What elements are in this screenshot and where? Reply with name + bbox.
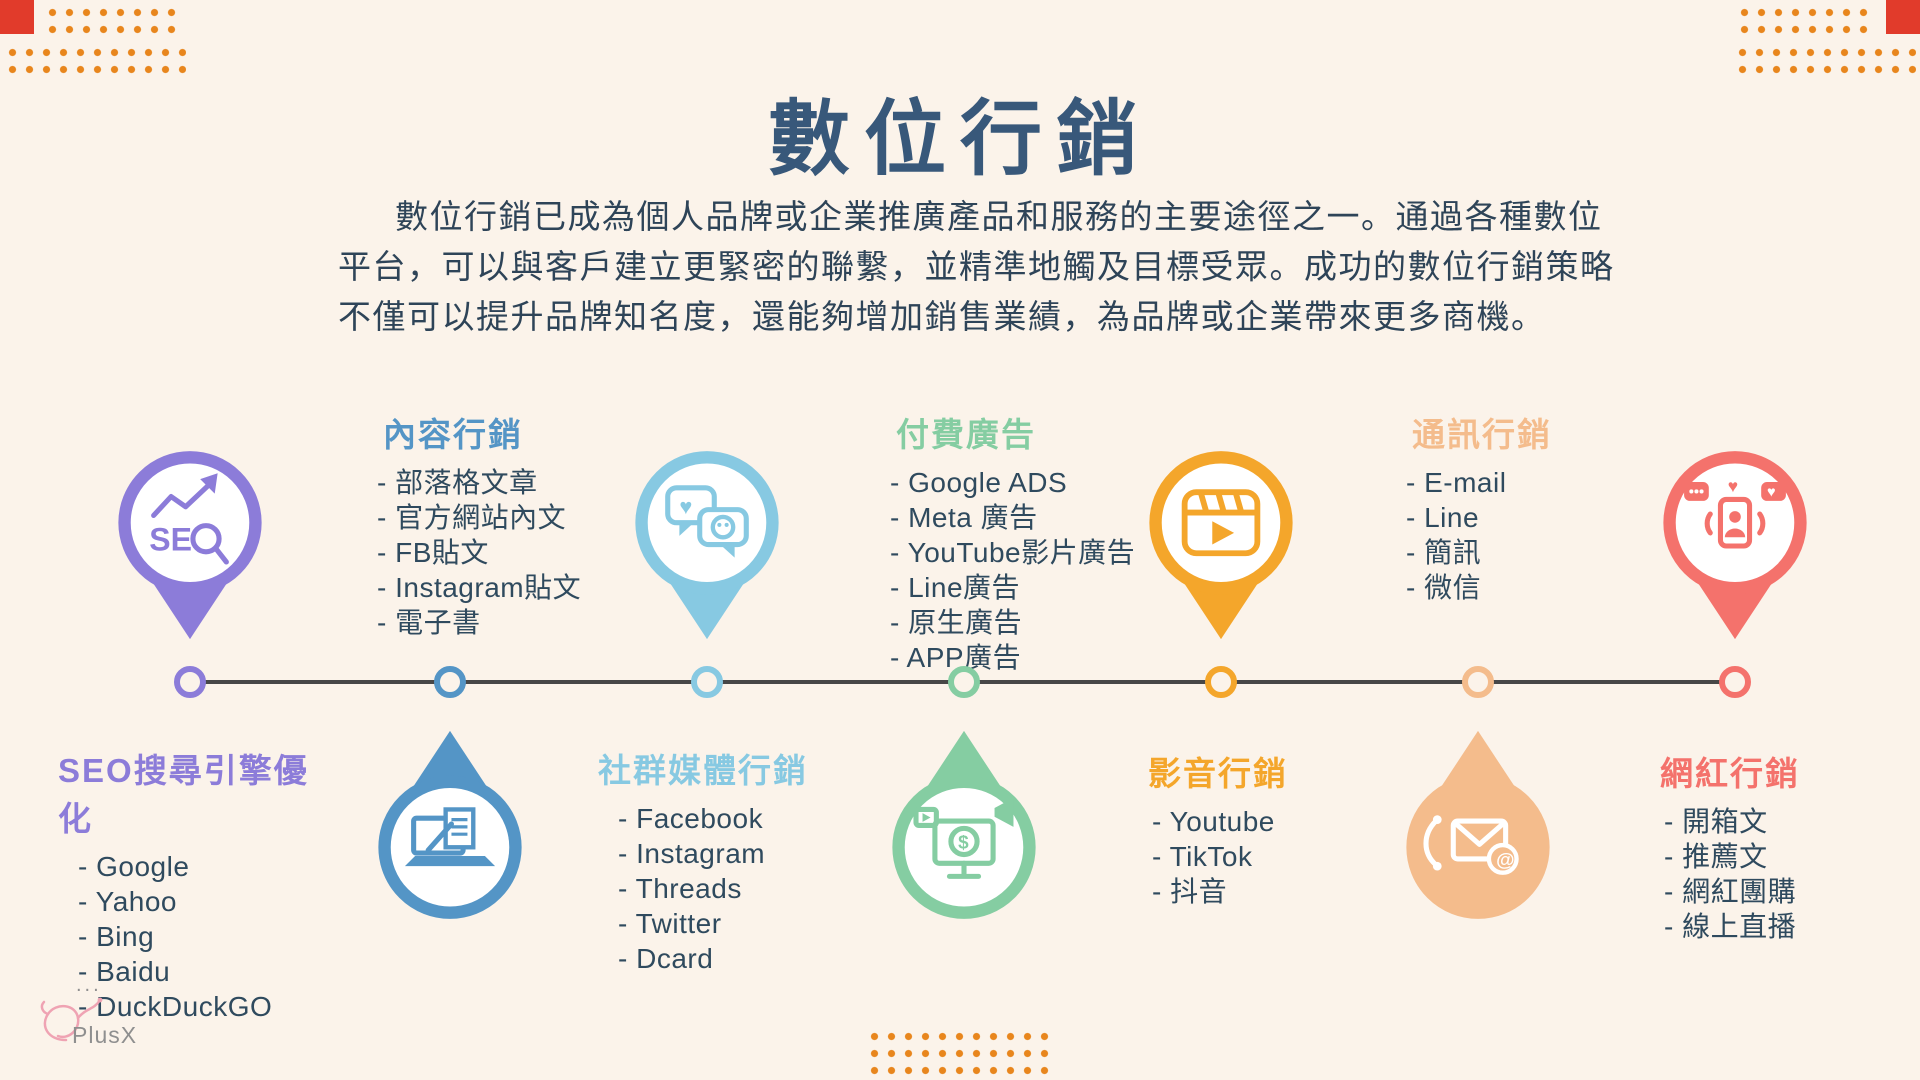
- list-item: - Google: [78, 851, 190, 882]
- list-item: - Twitter: [618, 908, 722, 939]
- mail-phone-icon: @: [1406, 730, 1550, 919]
- content-text-block: 內容行銷 - 部落格文章 - 官方網站內文 - FB貼文 - Instagram…: [377, 408, 657, 640]
- category-title-social: 社群媒體行銷: [598, 752, 808, 789]
- category-title-messaging: 通訊行銷: [1412, 416, 1552, 453]
- list-item: - Line: [1406, 502, 1480, 533]
- influencer-phone-icon: ♥ ♥: [1663, 451, 1807, 640]
- category-title-influencer: 網紅行銷: [1660, 755, 1800, 792]
- logo: ... PlusX: [28, 974, 178, 1068]
- category-list-content: - 部落格文章 - 官方網站內文 - FB貼文 - Instagram貼文 - …: [377, 465, 657, 640]
- list-item: - 抖音: [1152, 876, 1228, 907]
- list-item: - 原生廣告: [890, 607, 1023, 638]
- intro-line-3: 不僅可以提升品牌知名度，還能夠增加銷售業績，為品牌或企業帶來更多商機。: [338, 298, 1546, 335]
- list-item: - 線上直播: [1664, 911, 1797, 942]
- dot-grid-top-right-a: [1736, 4, 1876, 40]
- timeline-node-influencer: [1719, 666, 1751, 698]
- list-item: - 開箱文: [1664, 806, 1768, 837]
- messaging-text-block: 通訊行銷 - E-mail - Line - 簡訊 - 微信: [1406, 408, 1686, 605]
- category-title-video: 影音行銷: [1148, 755, 1288, 792]
- list-item: - DuckDuckGO: [78, 991, 273, 1022]
- intro-paragraph: 數位行銷已成為個人品牌或企業推廣產品和服務的主要途徑之一。通過各種數位 平台，可…: [338, 192, 1638, 342]
- corner-square-top-right: [1886, 0, 1920, 34]
- seo-pin-icon: SE: [118, 451, 262, 640]
- seo-text-block: SEO搜尋引擎優化 - Google - Yahoo - Bing - Baid…: [58, 744, 338, 1024]
- list-item: - 微信: [1406, 572, 1482, 603]
- category-list-messaging: - E-mail - Line - 簡訊 - 微信: [1406, 465, 1686, 605]
- list-item: - Google ADS: [890, 467, 1068, 498]
- video-text-block: 影音行銷 - Youtube - TikTok - 抖音: [1148, 747, 1428, 909]
- category-list-influencer: - 開箱文 - 推薦文 - 網紅團購 - 線上直播: [1660, 804, 1920, 944]
- intro-line-2: 平台，可以與客戶建立更緊密的聯繫，並精準地觸及目標受眾。成功的數位行銷策略: [338, 248, 1615, 285]
- list-item: - TikTok: [1152, 841, 1253, 872]
- logo-dots: ...: [76, 974, 102, 996]
- chat-bubbles-icon: ♥: [635, 451, 779, 640]
- heart-glyph: ♥: [1728, 476, 1738, 496]
- list-item: - 官方網站內文: [377, 502, 567, 533]
- monitor-ads-icon: $: [892, 730, 1036, 919]
- list-item: - Threads: [618, 873, 742, 904]
- list-item: - Youtube: [1152, 806, 1275, 837]
- dot-grid-top-left-a: [44, 4, 184, 40]
- influencer-text-block: 網紅行銷 - 開箱文 - 推薦文 - 網紅團購 - 線上直播: [1660, 747, 1920, 944]
- list-item: - FB貼文: [377, 537, 489, 568]
- seo-icon-text: SE: [149, 521, 192, 557]
- list-item: - 推薦文: [1664, 841, 1768, 872]
- list-item: - Instagram貼文: [377, 572, 582, 603]
- list-item: - 網紅團購: [1664, 876, 1797, 907]
- social-text-block: 社群媒體行銷 - Facebook - Instagram - Threads …: [598, 744, 878, 976]
- list-item: - Instagram: [618, 838, 766, 869]
- dot-grid-top-right-b: [1734, 44, 1916, 80]
- category-list-video: - Youtube - TikTok - 抖音: [1148, 804, 1428, 909]
- list-item: - E-mail: [1406, 467, 1507, 498]
- list-item: - YouTube影片廣告: [890, 537, 1136, 568]
- category-list-paid-ads: - Google ADS - Meta 廣告 - YouTube影片廣告 - L…: [890, 465, 1170, 675]
- timeline-node-social: [691, 666, 723, 698]
- list-item: - Facebook: [618, 803, 764, 834]
- at-glyph: @: [1496, 850, 1514, 871]
- category-title-seo: SEO搜尋引擎優化: [58, 752, 309, 837]
- list-item: - Yahoo: [78, 886, 177, 917]
- video-clapper-icon: [1149, 451, 1293, 640]
- dot-grid-top-left-b: [4, 44, 186, 80]
- corner-square-top-left: [0, 0, 34, 34]
- logo-text: PlusX: [72, 1022, 138, 1048]
- list-item: - 電子書: [377, 607, 481, 638]
- list-item: - 部落格文章: [377, 467, 538, 498]
- list-item: - Line廣告: [890, 572, 1021, 603]
- category-title-paid-ads: 付費廣告: [896, 416, 1036, 453]
- heart-glyph: ♥: [1767, 485, 1776, 501]
- laptop-writing-icon: [378, 730, 522, 919]
- dollar-glyph: $: [958, 833, 969, 854]
- list-item: - Baidu: [78, 956, 171, 987]
- heart-glyph: ♥: [679, 494, 692, 519]
- timeline-node-seo: [174, 666, 206, 698]
- dot-grid-bottom-center: [866, 1028, 1052, 1078]
- paid-ads-text-block: 付費廣告 - Google ADS - Meta 廣告 - YouTube影片廣…: [890, 408, 1170, 675]
- intro-line-1: 數位行銷已成為個人品牌或企業推廣產品和服務的主要途徑之一。通過各種數位: [395, 198, 1603, 235]
- timeline-node-content: [434, 666, 466, 698]
- list-item: - Bing: [78, 921, 155, 952]
- category-list-seo: - Google - Yahoo - Bing - Baidu - DuckDu…: [58, 849, 338, 1024]
- timeline-node-paid-ads: [948, 666, 980, 698]
- timeline-node-messaging: [1462, 666, 1494, 698]
- list-item: - Meta 廣告: [890, 502, 1038, 533]
- category-title-content: 內容行銷: [383, 416, 523, 453]
- list-item: - Dcard: [618, 943, 714, 974]
- list-item: - 簡訊: [1406, 537, 1482, 568]
- category-list-social: - Facebook - Instagram - Threads - Twitt…: [598, 801, 878, 976]
- timeline-node-video: [1205, 666, 1237, 698]
- logo-bird-icon: [40, 997, 103, 1042]
- page-title: 數位行銷: [767, 91, 1152, 187]
